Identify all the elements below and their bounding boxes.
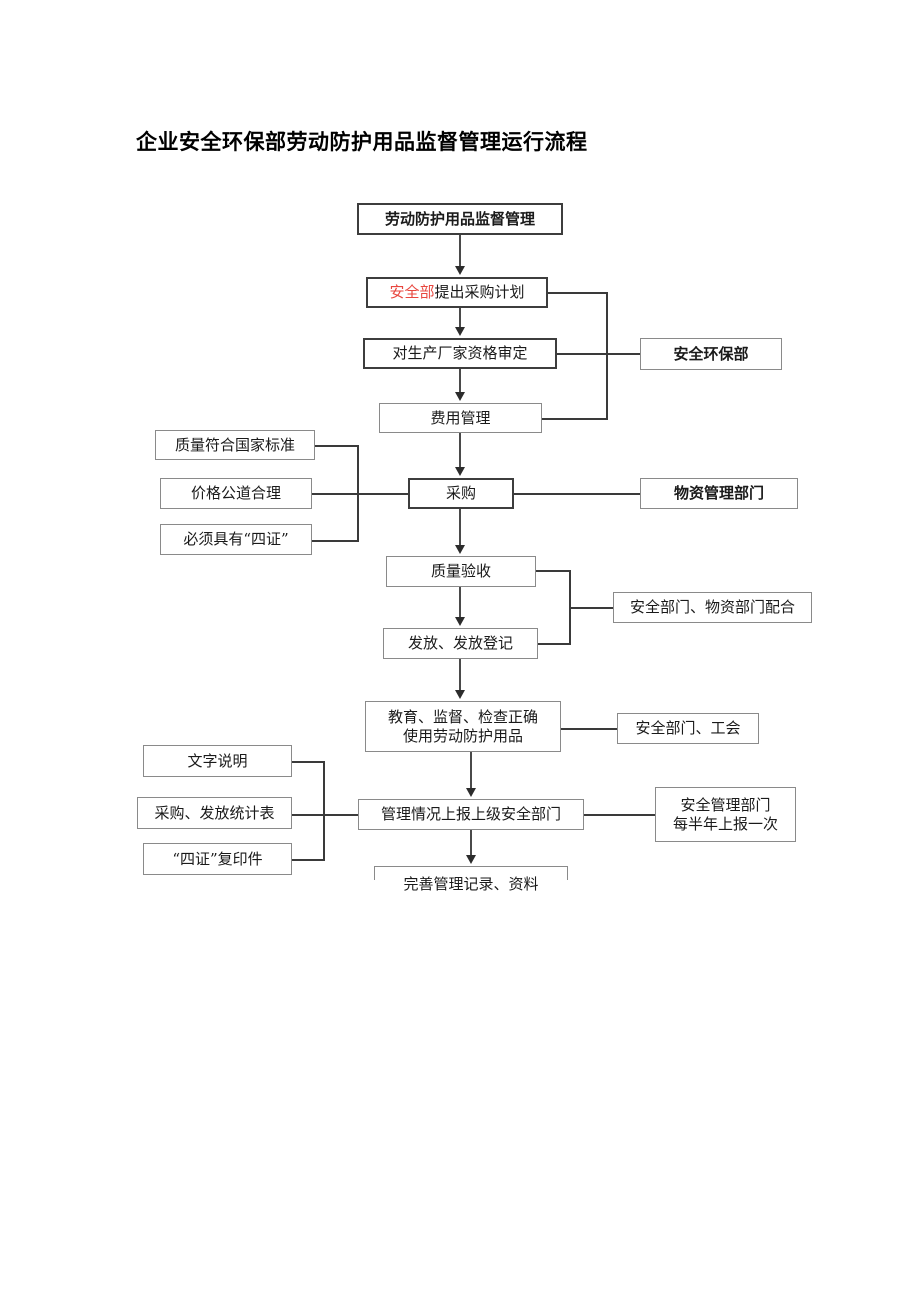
edge-n4-bus xyxy=(542,418,608,420)
node-purchase-issue-statistics[interactable]: 采购、发放统计表 xyxy=(137,797,292,829)
node-rest-text: 提出采购计划 xyxy=(434,283,525,302)
node-safety-environment-dept[interactable]: 安全环保部 xyxy=(640,338,782,370)
arrow-n3-n4 xyxy=(455,392,465,401)
edge-n9-semiannual xyxy=(584,814,656,816)
edge-n6-bus xyxy=(536,570,571,572)
edge-l4-bus xyxy=(292,761,325,763)
arrow-n4-n5 xyxy=(455,467,465,476)
edge-l2-bus xyxy=(312,493,359,495)
node-issue-and-register-label: 发放、发放登记 xyxy=(407,634,513,653)
node-cost-management[interactable]: 费用管理 xyxy=(379,403,542,433)
node-red-prefix: 安全部 xyxy=(389,283,435,302)
node-report-to-superior-safety-dept[interactable]: 管理情况上报上级安全部门 xyxy=(358,799,584,830)
edge-l6-bus xyxy=(292,859,325,861)
edge-l3-bus xyxy=(312,540,359,542)
arrow-n1-n2 xyxy=(455,266,465,275)
node-safety-dept-and-union[interactable]: 安全部门、工会 xyxy=(617,713,759,744)
node-line-2: 每半年上报一次 xyxy=(672,814,778,833)
page-title: 企业安全环保部劳动防护用品监督管理运行流程 xyxy=(136,130,588,154)
edge-n3-n4 xyxy=(459,369,461,394)
edge-l5-bus xyxy=(292,814,325,816)
node-procurement[interactable]: 采购 xyxy=(408,478,514,509)
arrow-n6-n7 xyxy=(455,617,465,626)
edge-n2-n3 xyxy=(459,308,461,329)
edge-left-bus-to-report xyxy=(323,814,359,816)
edge-n2-bus xyxy=(548,292,608,294)
node-improve-records-openbox[interactable] xyxy=(374,866,568,880)
edge-n6-n7 xyxy=(459,587,461,619)
edge-n4-n5 xyxy=(459,433,461,469)
node-must-have-four-certificates[interactable]: 必须具有“四证” xyxy=(160,524,312,555)
node-quality-acceptance[interactable]: 质量验收 xyxy=(386,556,536,587)
node-line-1: 安全管理部门 xyxy=(680,795,771,814)
node-line-1: 教育、监督、检查正确 xyxy=(387,707,538,726)
node-labor-protection-supervision[interactable]: 劳动防护用品监督管理 xyxy=(357,203,563,235)
node-text-description[interactable]: 文字说明 xyxy=(143,745,292,777)
node-fair-reasonable-price[interactable]: 价格公道合理 xyxy=(160,478,312,509)
arrow-n8-n9 xyxy=(466,788,476,797)
edge-n9-n10 xyxy=(470,830,472,857)
node-issue-and-register[interactable]: 发放、发放登记 xyxy=(383,628,538,659)
node-safety-management-semiannual-report[interactable]: 安全管理部门 每半年上报一次 xyxy=(655,787,796,842)
arrow-n7-n8 xyxy=(455,690,465,699)
arrow-n2-n3 xyxy=(455,327,465,336)
node-education-supervision-inspection[interactable]: 教育、监督、检查正确 使用劳动防护用品 xyxy=(365,701,561,752)
edge-n1-n2 xyxy=(459,235,461,268)
arrow-n9-n10 xyxy=(466,855,476,864)
node-materials-management-dept[interactable]: 物资管理部门 xyxy=(640,478,798,509)
node-quality-meets-national-standard[interactable]: 质量符合国家标准 xyxy=(155,430,315,460)
edge-n8-n9 xyxy=(470,752,472,790)
edge-l1-bus xyxy=(315,445,359,447)
edge-n5-materials-dept xyxy=(514,493,641,495)
node-safety-dept-purchase-plan[interactable]: 安全部提出采购计划 xyxy=(366,277,548,308)
edge-n8-union xyxy=(561,728,618,730)
arrow-n5-n6 xyxy=(455,545,465,554)
node-four-certificates-copies[interactable]: “四证”复印件 xyxy=(143,843,292,875)
node-safety-and-materials-cooperation[interactable]: 安全部门、物资部门配合 xyxy=(613,592,812,623)
edge-n5-n6 xyxy=(459,509,461,547)
edge-n7-bus xyxy=(538,643,571,645)
node-manufacturer-qualification-review[interactable]: 对生产厂家资格审定 xyxy=(363,338,557,369)
edge-n7-n8 xyxy=(459,659,461,692)
edge-n3-bus xyxy=(557,353,608,355)
edge-left-bus-trunk-lower xyxy=(323,761,325,860)
edge-right-bus-trunk-upper xyxy=(606,292,608,419)
edge-bus-to-cooperation xyxy=(569,607,614,609)
edge-bus-to-safety-env-dept xyxy=(606,353,641,355)
edge-left-bus-to-procurement xyxy=(357,493,409,495)
node-improve-records-label: 完善管理记录、资料 xyxy=(403,875,539,893)
node-line-2: 使用劳动防护用品 xyxy=(402,726,523,745)
